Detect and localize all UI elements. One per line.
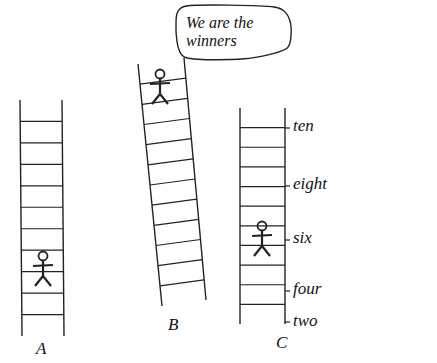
ladder-rung <box>240 264 285 265</box>
stick-figure <box>252 222 272 257</box>
speech-bubble: We are the winners <box>172 4 292 61</box>
ladder-rung <box>21 207 63 208</box>
bubble-shape <box>176 5 291 60</box>
ladder-rung <box>240 127 285 128</box>
scale-tick <box>285 290 290 291</box>
ladder-rung <box>240 206 285 207</box>
ladder-rung <box>158 260 202 266</box>
stick-figure <box>150 70 170 105</box>
figure-head <box>39 252 48 261</box>
ladder-letter: C <box>276 334 287 353</box>
ladder-rung <box>146 139 191 145</box>
stick-figure <box>33 252 53 287</box>
ladder-rung <box>240 166 285 167</box>
ladder-rung <box>21 250 63 251</box>
ladder-rung <box>240 147 285 148</box>
figure-limb <box>33 265 53 266</box>
figure-limb <box>254 246 262 256</box>
ladder-rung <box>22 292 64 293</box>
rung-number: eight <box>293 175 327 194</box>
figure-limb <box>252 235 272 236</box>
figure-limb <box>150 83 170 84</box>
ladder-rung <box>22 314 64 315</box>
figure-head <box>258 222 267 231</box>
scale-tick <box>285 185 290 186</box>
ladder-rung <box>152 199 197 205</box>
figure-limb <box>261 231 263 247</box>
scale-tick <box>285 321 290 322</box>
ladder-rung <box>21 228 63 229</box>
rung-number: two <box>293 312 318 331</box>
ladder-rung <box>144 119 190 125</box>
ladder-rung <box>21 185 63 186</box>
ladder-rail <box>62 100 64 336</box>
rung-number: six <box>293 229 312 248</box>
ladder-rung <box>150 179 195 185</box>
ladder-rail <box>20 100 22 336</box>
figure-limb <box>160 94 168 104</box>
ladder-letter: B <box>168 316 178 335</box>
ladder-rung <box>240 304 285 305</box>
ladder-rung <box>20 142 62 143</box>
ladder-rung <box>20 121 62 122</box>
ladder-rung <box>140 78 186 84</box>
ladder-rung <box>154 219 199 225</box>
ladder-c <box>240 108 285 324</box>
rung-number: four <box>293 280 321 299</box>
ladder-rung <box>160 280 204 286</box>
ladder-rung <box>240 186 285 187</box>
ladder-a <box>20 100 64 336</box>
ladder-rung <box>148 159 193 165</box>
figure-limb <box>152 94 160 104</box>
scale-tick <box>285 239 290 240</box>
ladder-rung <box>21 164 63 165</box>
figure-limb <box>262 246 270 256</box>
figure-limb <box>43 276 51 286</box>
ladder-rung <box>240 225 285 226</box>
figure-limb <box>159 79 161 95</box>
ladder-b <box>138 58 206 306</box>
figure-limb <box>42 261 44 277</box>
speech-text: We are the winners <box>186 14 278 51</box>
ladder-rail <box>239 108 240 324</box>
scale-tick <box>285 127 290 128</box>
rung-number: ten <box>293 117 314 136</box>
ladder-rung <box>240 284 285 285</box>
ladder-letter: A <box>36 340 46 359</box>
ladder-rung <box>156 240 201 246</box>
figure-limb <box>35 276 43 286</box>
figure-head <box>156 70 165 79</box>
